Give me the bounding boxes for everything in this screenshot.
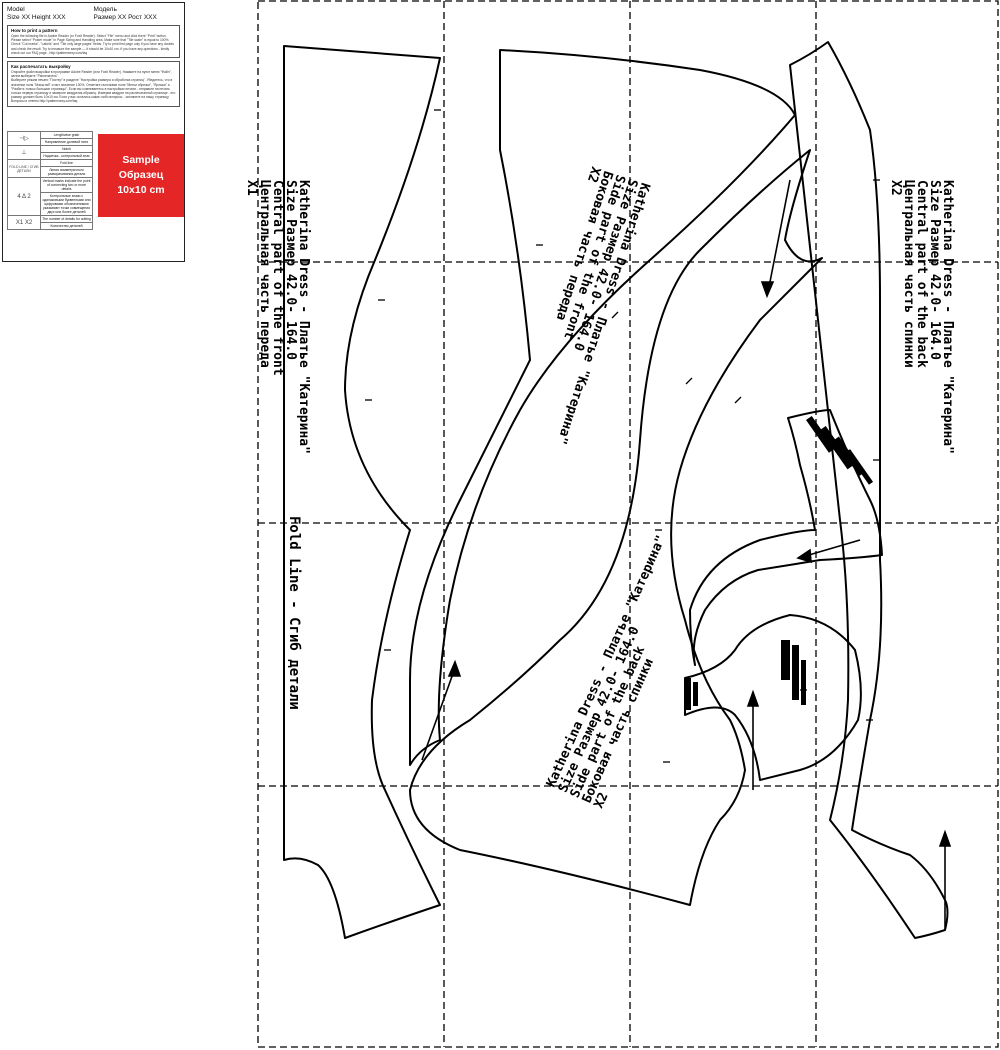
piece-name-ru: Центральная часть переда	[257, 180, 272, 368]
page-tile-grid	[257, 0, 999, 1048]
piece-quantity: X1	[244, 180, 259, 196]
back-center-piece	[789, 41, 949, 939]
tiny-label-mark	[801, 660, 806, 705]
tiny-label-mark	[806, 415, 835, 453]
size-label-ru: Размер XX Рост XXX	[93, 14, 157, 21]
symbols-table: ⊣▷Lengthwise grain Направление долевой н…	[7, 131, 93, 230]
model-label-en: Model	[7, 6, 25, 13]
symbol-desc: Контрольные знаки с одинаковыми буквенны…	[40, 192, 93, 216]
piece-quantity: X2	[888, 180, 903, 196]
piece-quantity: X2	[584, 165, 603, 185]
size-label-en: Size XX Height XXX	[7, 14, 66, 21]
print-title-ru: Как распечатать выкройку	[11, 64, 71, 70]
tiny-label-mark	[693, 682, 698, 706]
piece-title: Katherina Dress - Платье "Катерина"	[940, 180, 955, 454]
front-center-label: Katherina Dress - Платье "Катерина" Size…	[244, 180, 311, 454]
model-label-ru: Модель	[93, 6, 117, 13]
front-center-piece	[283, 45, 441, 939]
tiny-label-mark	[819, 425, 854, 470]
tile-border	[257, 0, 999, 1048]
front-side-piece	[408, 49, 796, 766]
grain-arrow-icon	[421, 667, 456, 761]
sample-label-en: Sample	[122, 154, 160, 166]
tiny-label-mark	[792, 645, 799, 700]
tiny-label-mark	[781, 640, 790, 680]
symbol-desc: Количество деталей	[40, 222, 93, 230]
back-side-piece	[409, 149, 823, 906]
facing-piece-lower	[684, 614, 862, 781]
piece-quantity: X2	[591, 790, 611, 810]
fold-line-text: Fold Line - Сгиб детали	[286, 516, 302, 710]
piece-name-ru: Центральная часть спинки	[901, 180, 916, 368]
piece-title: Katherina Dress - Платье "Катерина"	[296, 180, 311, 454]
piece-size: Size Размер 42.0- 164.0	[927, 180, 942, 360]
arrow-head-icon	[796, 548, 812, 564]
arrow-head-icon	[447, 659, 462, 677]
notch-mark	[685, 377, 693, 385]
grain-arrow-icon	[801, 539, 861, 558]
grain-arrow-icon	[767, 179, 791, 293]
facing-upper-label-graphic	[806, 415, 874, 485]
notch-mark	[611, 311, 619, 319]
facing-piece-upper	[689, 409, 883, 666]
quantity-symbol-icon: X1 X2	[7, 215, 41, 230]
print-title-en: How to print a pattern	[11, 28, 58, 33]
piece-size: Size Размер 42.0- 164.0	[283, 180, 298, 360]
facing-lower-label-graphic	[684, 640, 806, 710]
piece-name-en: Central part of the back	[914, 180, 929, 368]
print-text-ru: Откройте файл выкройки в программе Adobe…	[11, 70, 176, 104]
tiny-label-mark	[684, 678, 691, 710]
sample-square: Sample Образец 10x10 cm	[98, 134, 184, 217]
back-center-label: Katherina Dress - Платье "Катерина" Size…	[888, 180, 955, 454]
arrow-head-icon	[938, 829, 952, 847]
arrow-head-icon	[760, 281, 775, 299]
fold-line-label: Fold Line - Сгиб детали	[286, 516, 302, 710]
arrow-head-icon	[746, 689, 760, 707]
pattern-legend: Model Size XX Height XXX Модель Размер X…	[2, 2, 185, 262]
grain-arrows	[421, 179, 952, 930]
print-instructions-en: How to print a pattern Open the followin…	[7, 25, 180, 59]
notch-marks	[365, 109, 880, 763]
print-instructions-ru: Как распечатать выкройку Откройте файл в…	[7, 61, 180, 107]
sample-size: 10x10 cm	[117, 184, 165, 196]
tiny-label-mark	[846, 449, 874, 485]
piece-name-en: Central part of the front	[270, 180, 285, 376]
sample-label-ru: Образец	[118, 169, 164, 181]
print-text-en: Open the following file in Adobe Reader …	[11, 34, 174, 55]
notch-mark	[734, 396, 742, 404]
model-info: Model Size XX Height XXX Модель Размер X…	[3, 3, 184, 22]
